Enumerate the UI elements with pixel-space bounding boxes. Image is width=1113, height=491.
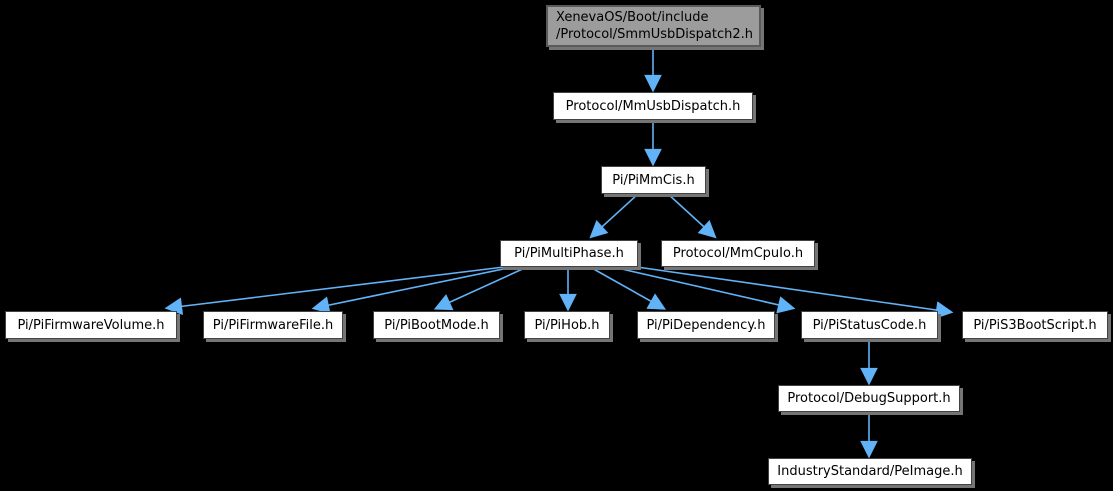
edge-pimmcis-pimultiphase — [589, 193, 639, 239]
node-pistatuscode[interactable]: Pi/PiStatusCode.h — [801, 311, 938, 339]
node-pidependency[interactable]: Pi/PiDependency.h — [637, 311, 775, 339]
edge-pimultiphase-pifirmwarefile — [311, 266, 514, 314]
node-mmcpuio[interactable]: Protocol/MmCpuIo.h — [661, 240, 815, 267]
node-pimultiphase[interactable]: Pi/PiMultiPhase.h — [500, 240, 638, 267]
edge-pimultiphase-pis3bootscript — [636, 266, 954, 319]
node-label: XenevaOS/Boot/include — [556, 10, 709, 25]
node-pifirmwarevolume[interactable]: Pi/PiFirmwareVolume.h — [5, 311, 177, 339]
node-pifirmwarefile[interactable]: Pi/PiFirmwareFile.h — [203, 311, 343, 339]
node-debugsupport[interactable]: Protocol/DebugSupport.h — [778, 385, 960, 412]
node-pibootmode[interactable]: Pi/PiBootMode.h — [373, 311, 500, 339]
node-pis3bootscript[interactable]: Pi/PiS3BootScript.h — [962, 311, 1108, 339]
edge-pimultiphase-pifirmwarevolume — [164, 266, 505, 316]
node-smmusbdispatch2: XenevaOS/Boot/include /Protocol/SmmUsbDi… — [546, 5, 761, 47]
node-label: /Protocol/SmmUsbDispatch2.h — [556, 27, 754, 42]
edge-pimultiphase-pidependency — [589, 266, 667, 310]
edge-pimmcis-mmcpuio — [667, 193, 717, 239]
edge-pimultiphase-pistatuscode — [612, 266, 796, 314]
node-mmusbdispatch[interactable]: Protocol/MmUsbDispatch.h — [553, 92, 753, 120]
edge-pimultiphase-pibootmode — [433, 266, 528, 311]
node-peimage[interactable]: IndustryStandard/PeImage.h — [768, 458, 972, 485]
node-pimmcis[interactable]: Pi/PiMmCis.h — [601, 166, 706, 194]
node-pihob[interactable]: Pi/PiHob.h — [524, 311, 610, 339]
